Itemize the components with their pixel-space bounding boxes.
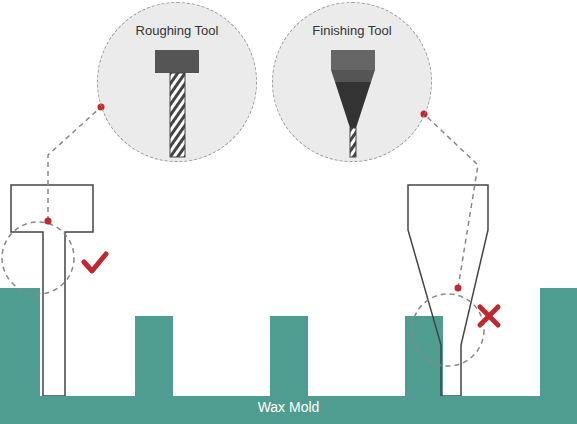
- zoom-leaders: [2, 107, 484, 366]
- roughing-tool-icon: [155, 50, 199, 157]
- wax-mold-base: Wax Mold: [0, 396, 577, 424]
- detail-circle-fill: [97, 2, 257, 162]
- base-label: Wax Mold: [0, 399, 577, 415]
- tool-title: Finishing Tool: [273, 23, 431, 38]
- mold-pillars: [0, 288, 577, 398]
- finishing-tool-icon: [331, 50, 375, 157]
- finishing-tool-outline: [408, 185, 488, 396]
- leader-dots: [45, 104, 462, 292]
- detail-circle-fill: [272, 2, 432, 162]
- cross-mark: [480, 307, 498, 325]
- check-mark: [84, 254, 106, 271]
- detail-circle: Finishing Tool: [272, 2, 432, 162]
- roughing-tool-outline: [11, 185, 93, 396]
- tool-title: Roughing Tool: [98, 23, 256, 38]
- detail-circle: Roughing Tool: [97, 2, 257, 162]
